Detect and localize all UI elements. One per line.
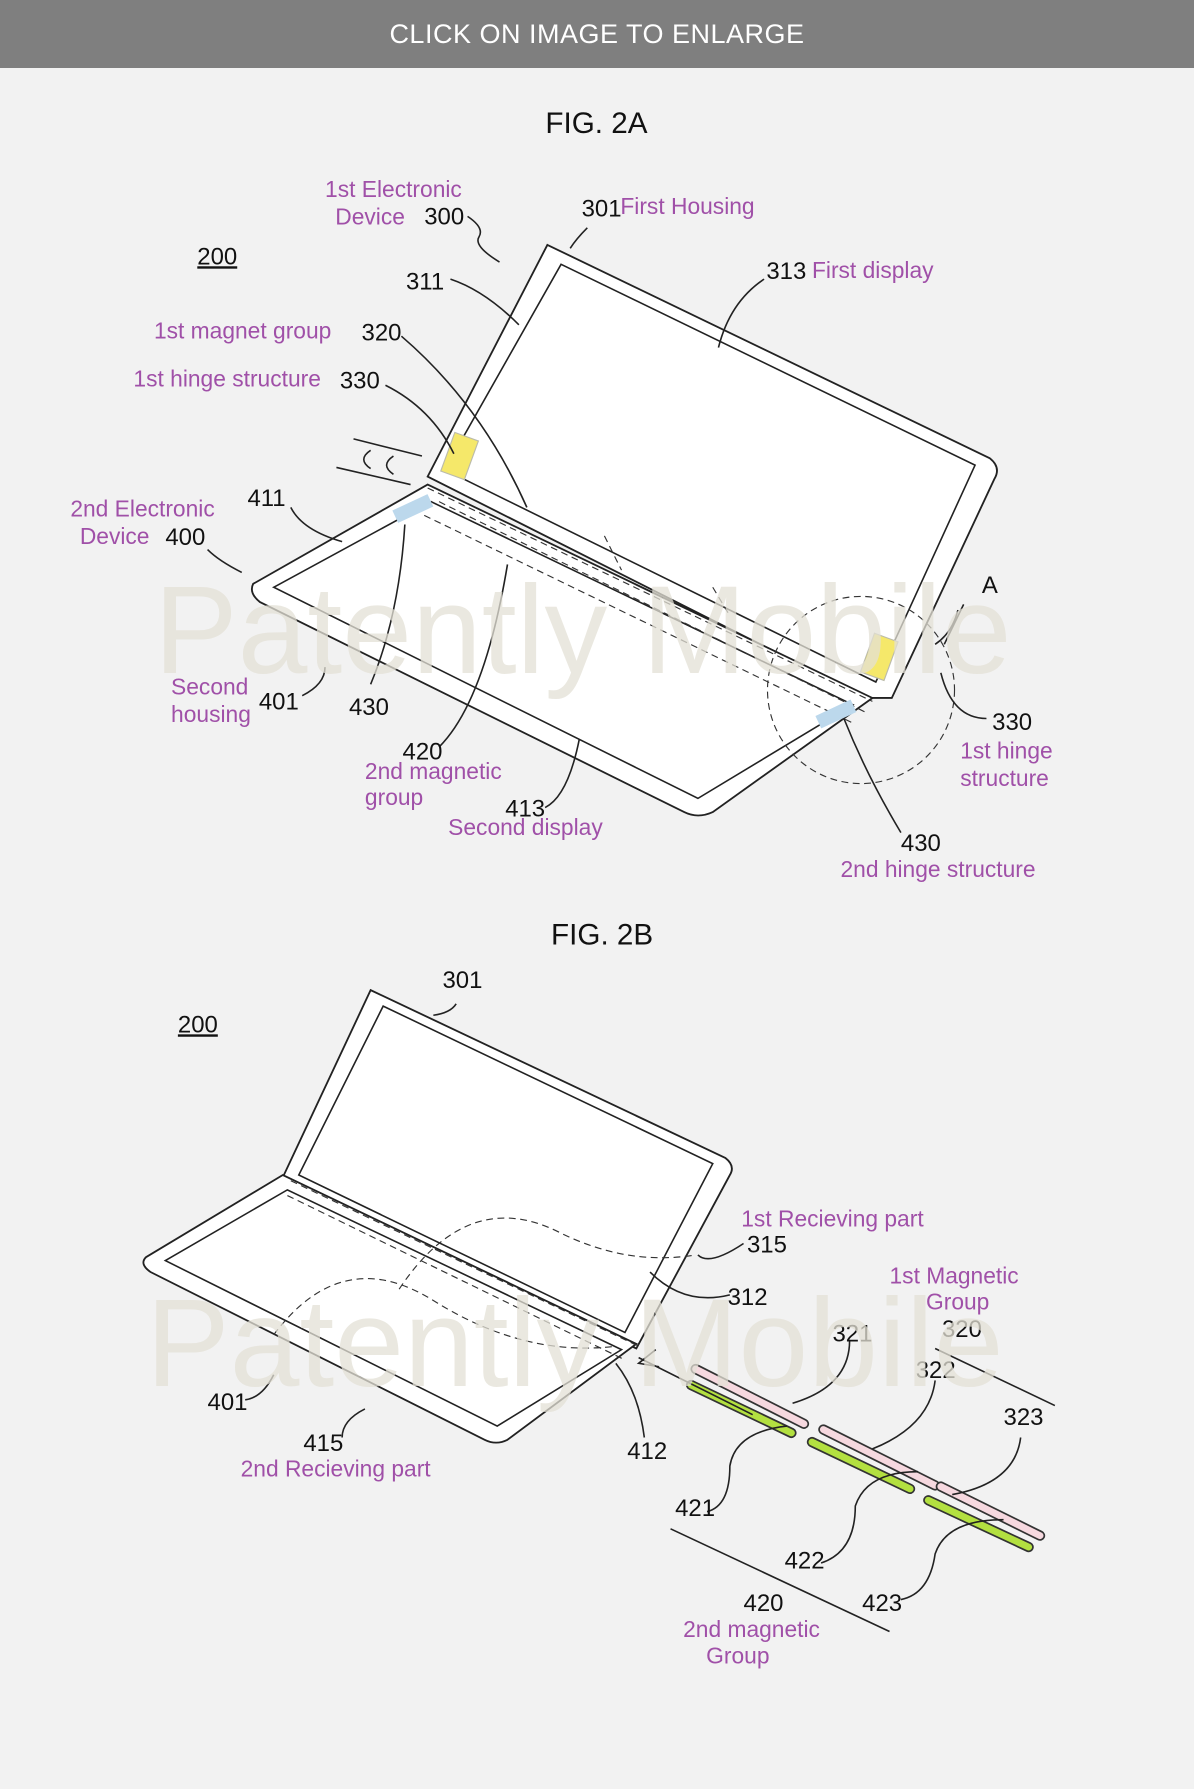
click-to-enlarge-banner[interactable]: CLICK ON IMAGE TO ENLARGE	[0, 0, 1194, 68]
label-1st-hinge-structure: 1st hinge structure	[133, 365, 320, 391]
fig-2b: FIG. 2B 200 301 1st Recieving part 315 3…	[142, 918, 1056, 1668]
ref-323: 323	[1004, 1404, 1044, 1431]
ref-321: 321	[832, 1321, 872, 1348]
label-detail-a: A	[982, 572, 998, 599]
ref-420-b: 420	[744, 1590, 784, 1617]
ref-330: 330	[340, 368, 380, 395]
fig-2a-title: FIG. 2A	[545, 107, 647, 140]
label-1st-hinge-b-l2: structure	[960, 765, 1049, 791]
label-1st-electronic-device-l2: Device	[335, 203, 405, 229]
second-housing-b	[142, 1173, 639, 1444]
label-first-display: First display	[812, 257, 934, 283]
fig-2a: FIG. 2A 200 1st Electronic Device 300 30…	[70, 107, 1052, 882]
ref-312: 312	[728, 1284, 768, 1311]
ref-421: 421	[675, 1495, 715, 1522]
label-2nd-magnetic-group-l1: 2nd magnetic	[365, 758, 502, 784]
label-2nd-magnetic-group-b-l2: Group	[706, 1642, 769, 1668]
label-2nd-receiving-part: 2nd Recieving part	[241, 1455, 432, 1481]
ref-400: 400	[165, 524, 205, 551]
label-1st-magnetic-group-l2: Group	[926, 1289, 989, 1315]
ref-412: 412	[627, 1438, 667, 1465]
label-1st-electronic-device-l1: 1st Electronic	[325, 176, 462, 202]
ref-200: 200	[197, 243, 237, 270]
ref-422: 422	[785, 1548, 825, 1575]
label-second-housing-l1: Second	[171, 674, 248, 700]
first-display	[443, 263, 977, 684]
ref-301-b: 301	[442, 967, 482, 994]
ref-313: 313	[766, 258, 806, 285]
second-magnet-blue-b	[815, 699, 857, 729]
ref-430: 430	[349, 694, 389, 721]
label-second-housing-l2: housing	[171, 701, 251, 727]
label-1st-hinge-b-l1: 1st hinge	[960, 737, 1052, 763]
watermark-bottom: Patently Mobile	[146, 1272, 1004, 1413]
first-housing-b	[281, 988, 733, 1350]
label-1st-receiving-part: 1st Recieving part	[741, 1205, 924, 1231]
ref-322: 322	[916, 1357, 956, 1384]
ref-411: 411	[247, 485, 285, 512]
label-2nd-electronic-device-l2: Device	[80, 523, 150, 549]
label-2nd-magnetic-group-l2: group	[365, 784, 423, 810]
label-second-display: Second display	[448, 814, 603, 840]
label-2nd-magnetic-group-b-l1: 2nd magnetic	[683, 1616, 820, 1642]
ref-200-b: 200	[178, 1011, 218, 1038]
ref-311: 311	[406, 268, 444, 295]
ref-320: 320	[362, 320, 402, 347]
second-housing	[250, 483, 875, 817]
first-magnet-yellow	[440, 431, 480, 481]
label-1st-magnet-group: 1st magnet group	[154, 317, 331, 343]
patent-figure[interactable]: FIG. 2A 200 1st Electronic Device 300 30…	[0, 68, 1194, 1789]
ref-415: 415	[303, 1430, 343, 1457]
banner-label: CLICK ON IMAGE TO ENLARGE	[389, 18, 805, 49]
label-1st-magnetic-group-l1: 1st Magnetic	[890, 1262, 1019, 1288]
ref-320-b: 320	[942, 1316, 982, 1343]
ref-401: 401	[259, 688, 299, 715]
ref-301: 301	[582, 195, 622, 222]
ref-430-b: 430	[901, 830, 941, 857]
watermark-top: Patently Mobile	[154, 559, 1012, 700]
ref-330-b: 330	[992, 709, 1032, 736]
first-magnetic-group-rods	[690, 1363, 1046, 1541]
label-2nd-electronic-device-l1: 2nd Electronic	[70, 496, 214, 522]
ref-420: 420	[403, 739, 443, 766]
ref-401-b: 401	[208, 1389, 248, 1416]
second-magnet-blue	[392, 494, 434, 523]
ref-315: 315	[747, 1232, 787, 1259]
first-magnet-yellow-b	[859, 632, 899, 682]
detail-circle-a	[766, 595, 956, 785]
first-housing	[426, 243, 998, 699]
ref-413: 413	[505, 796, 545, 823]
ref-300: 300	[424, 203, 464, 230]
fig-2b-title: FIG. 2B	[551, 918, 653, 951]
label-2nd-hinge-structure: 2nd hinge structure	[840, 856, 1035, 882]
ref-423: 423	[862, 1590, 902, 1617]
label-first-housing: First Housing	[620, 193, 754, 219]
